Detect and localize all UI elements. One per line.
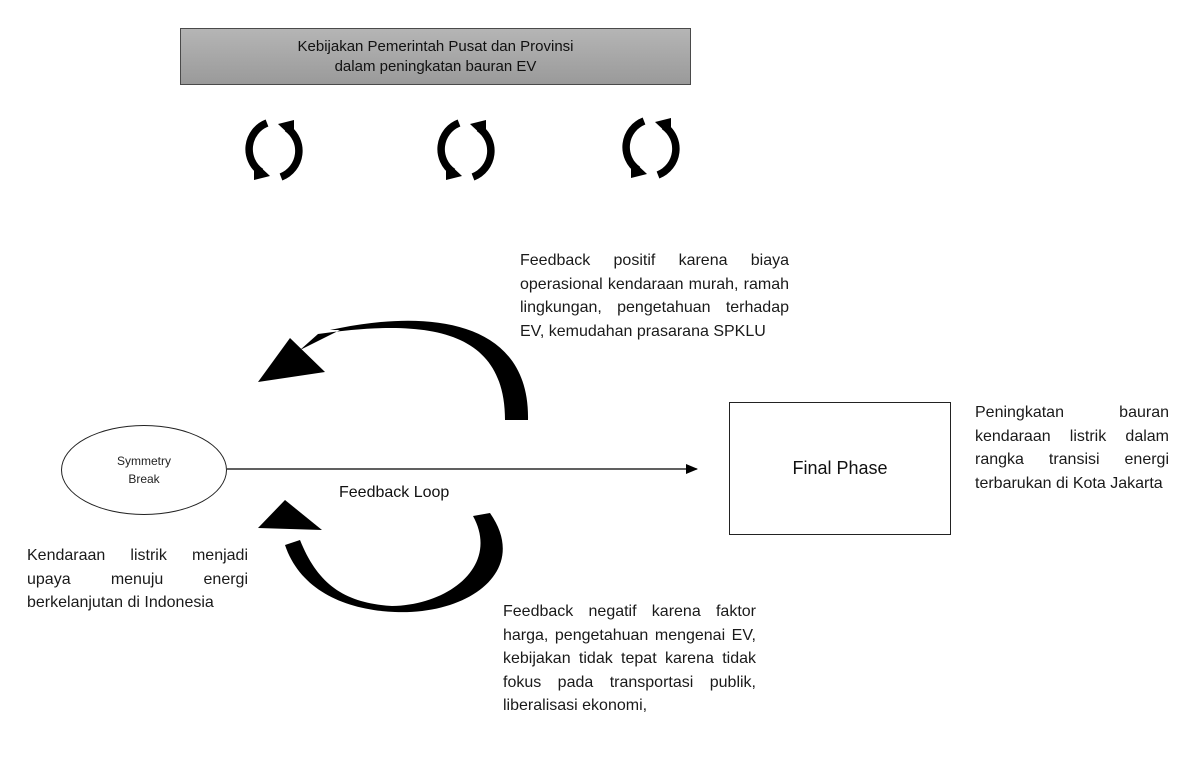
- symmetry-break-node: Symmetry Break: [61, 425, 227, 515]
- negative-feedback-text: Feedback negatif karena faktor harga, pe…: [503, 603, 756, 714]
- cycle-icon-middle: [437, 119, 495, 181]
- policy-banner-line1: Kebijakan Pemerintah Pusat dan Provinsi: [297, 37, 574, 55]
- negative-feedback-arc: [285, 513, 503, 613]
- cycle-icon-left: [245, 119, 303, 181]
- policy-banner-line2: dalam peningkatan bauran EV: [334, 57, 537, 75]
- symmetry-break-line2: Break: [128, 472, 160, 486]
- ev-effort-text: Kendaraan listrik menjadi upaya menuju e…: [27, 547, 248, 611]
- final-outcome-text: Peningkatan bauran kendaraan listrik dal…: [975, 404, 1169, 492]
- symmetry-break-line1: Symmetry: [117, 454, 171, 468]
- positive-feedback-arc: [300, 320, 529, 420]
- feedback-loop-label: Feedback Loop: [339, 484, 450, 501]
- cycle-icon-right: [622, 117, 680, 179]
- positive-feedback-arrowhead: [258, 338, 325, 382]
- final-phase-label: Final Phase: [792, 458, 888, 478]
- policy-banner: Kebijakan Pemerintah Pusat dan Provinsi …: [180, 28, 691, 85]
- negative-feedback-arrowhead: [258, 500, 322, 530]
- positive-feedback-text: Feedback positif karena biaya operasiona…: [520, 252, 789, 340]
- final-phase-box: Final Phase: [729, 402, 951, 535]
